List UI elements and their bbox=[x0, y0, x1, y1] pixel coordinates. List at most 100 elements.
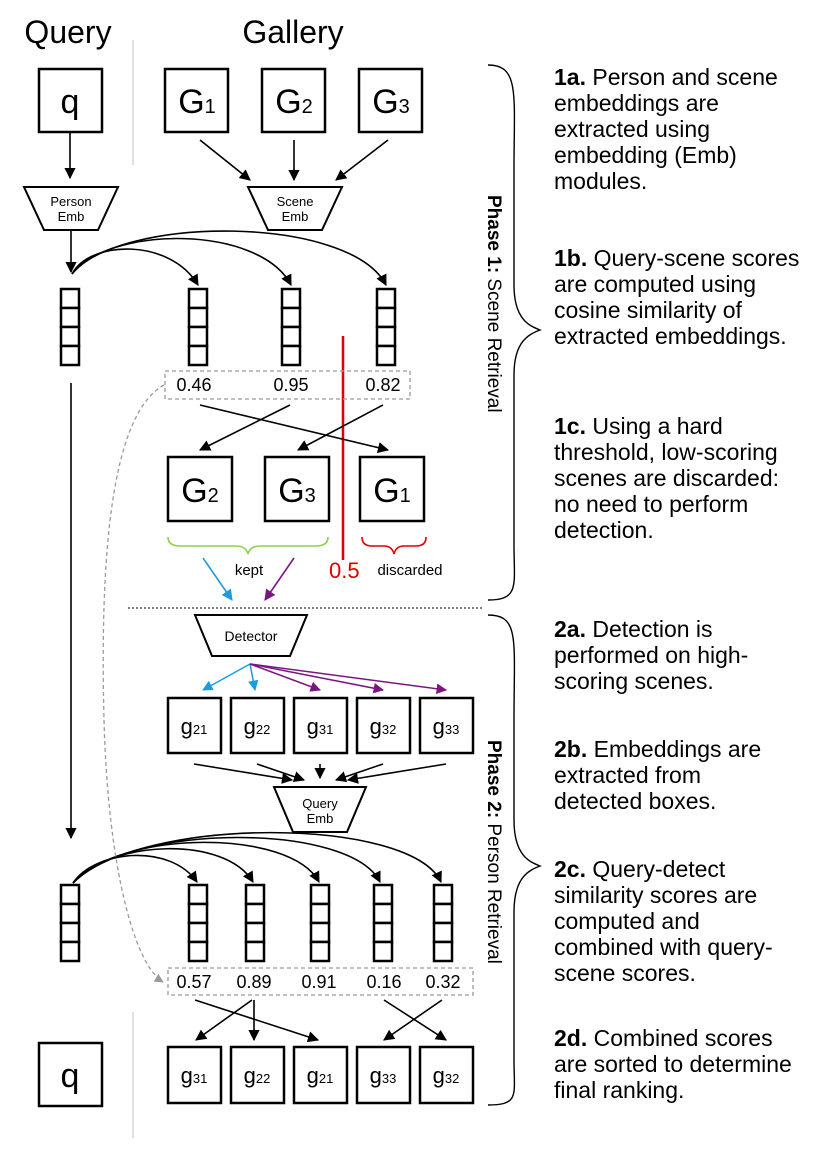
svg-text:Scene: Scene bbox=[277, 194, 314, 209]
query-emb-module: Query Emb bbox=[272, 786, 368, 833]
svg-text:cosine similarity of: cosine similarity of bbox=[554, 297, 742, 323]
phase2-label: Phase 2: Person Retrieval bbox=[483, 740, 504, 964]
svg-text:scene scores.: scene scores. bbox=[554, 960, 696, 986]
detect-score-4: 0.16 bbox=[366, 972, 401, 992]
svg-text:scoring scenes.: scoring scenes. bbox=[554, 668, 714, 694]
step-2b: 2b. Embeddings are extracted from detect… bbox=[554, 736, 761, 814]
gallery-scene-g2: G2 bbox=[260, 67, 327, 134]
kept-label: kept bbox=[235, 562, 264, 579]
svg-text:no need to perform: no need to perform bbox=[554, 491, 748, 517]
scene-embedding-vector-1 bbox=[187, 287, 209, 367]
detection-g33: g33 bbox=[418, 696, 475, 755]
svg-text:G1: G1 bbox=[373, 472, 411, 510]
detect-score-2: 0.89 bbox=[236, 972, 271, 992]
step-1a: 1a. Person and scene embeddings are extr… bbox=[554, 64, 778, 194]
svg-text:G2: G2 bbox=[181, 472, 219, 510]
score-combination-connector bbox=[102, 384, 165, 983]
svg-text:similarity scores are: similarity scores are bbox=[554, 882, 757, 908]
svg-text:g32: g32 bbox=[370, 714, 397, 739]
step-1b: 1b. Query-scene scores are computed usin… bbox=[554, 245, 799, 349]
detect-score-5: 0.32 bbox=[425, 972, 460, 992]
svg-text:are computed using: are computed using bbox=[554, 271, 756, 297]
query-embedding-vector-2 bbox=[59, 883, 81, 963]
svg-text:q: q bbox=[61, 1057, 80, 1095]
detection-embedding-vector-3 bbox=[309, 883, 331, 963]
svg-text:embeddings are: embeddings are bbox=[554, 90, 719, 116]
svg-text:performed on high-: performed on high- bbox=[554, 642, 748, 668]
svg-text:g32: g32 bbox=[433, 1063, 460, 1088]
phase2-scores-box bbox=[167, 967, 474, 996]
svg-text:2b. Embeddings are: 2b. Embeddings are bbox=[554, 736, 761, 762]
ranked-g32: g32 bbox=[418, 1045, 475, 1105]
svg-text:Detector: Detector bbox=[225, 628, 278, 644]
detector-module: Detector bbox=[193, 614, 309, 657]
ranked-g33: g33 bbox=[355, 1045, 412, 1105]
svg-text:g21: g21 bbox=[307, 1063, 334, 1088]
gallery-scene-g1: G1 bbox=[163, 67, 230, 134]
sorted-scene-g1: G1 bbox=[358, 455, 426, 523]
detection-embedding-vector-5 bbox=[432, 883, 454, 963]
svg-text:detected boxes.: detected boxes. bbox=[554, 788, 716, 814]
svg-text:combined with query-: combined with query- bbox=[554, 934, 773, 960]
svg-text:G2: G2 bbox=[275, 83, 313, 121]
svg-text:1c. Using a hard: 1c. Using a hard bbox=[554, 413, 723, 439]
svg-text:G3: G3 bbox=[372, 83, 410, 121]
detection-g22: g22 bbox=[229, 696, 286, 755]
ranked-g21: g21 bbox=[292, 1045, 349, 1105]
query-image-box: q bbox=[37, 67, 104, 134]
ranked-g22: g22 bbox=[229, 1045, 286, 1105]
svg-text:Emb: Emb bbox=[58, 209, 85, 224]
phase1-brace bbox=[487, 64, 542, 601]
svg-text:g31: g31 bbox=[307, 714, 334, 739]
svg-text:modules.: modules. bbox=[554, 168, 647, 194]
scene-score-2: 0.95 bbox=[273, 375, 308, 395]
svg-text:2c. Query-detect: 2c. Query-detect bbox=[554, 856, 726, 882]
svg-text:2a. Detection is: 2a. Detection is bbox=[554, 616, 713, 642]
step-2a: 2a. Detection is performed on high- scor… bbox=[554, 616, 748, 694]
scene-score-3: 0.82 bbox=[365, 375, 400, 395]
svg-text:computed and: computed and bbox=[554, 908, 700, 934]
scene-score-1: 0.46 bbox=[176, 375, 211, 395]
svg-text:g22: g22 bbox=[244, 714, 271, 739]
svg-text:2d. Combined scores: 2d. Combined scores bbox=[554, 1025, 773, 1051]
query-header: Query bbox=[24, 14, 111, 50]
gallery-scene-g3: G3 bbox=[357, 67, 424, 134]
svg-text:g21: g21 bbox=[181, 714, 208, 739]
detection-g21: g21 bbox=[166, 696, 223, 755]
detect-score-3: 0.91 bbox=[301, 972, 336, 992]
svg-text:1b. Query-scene scores: 1b. Query-scene scores bbox=[554, 245, 799, 271]
phase2-brace bbox=[487, 614, 542, 1106]
step-1c: 1c. Using a hard threshold, low-scoring … bbox=[554, 413, 779, 543]
svg-text:threshold, low-scoring: threshold, low-scoring bbox=[554, 439, 778, 465]
scene-embedding-vector-2 bbox=[280, 287, 302, 367]
svg-text:g22: g22 bbox=[244, 1063, 271, 1088]
svg-text:q: q bbox=[61, 83, 80, 121]
svg-text:extracted from: extracted from bbox=[554, 762, 701, 788]
svg-text:extracted using: extracted using bbox=[554, 116, 710, 142]
scene-emb-module: Scene Emb bbox=[246, 186, 344, 231]
svg-text:detection.: detection. bbox=[554, 517, 654, 543]
detection-g31: g31 bbox=[292, 696, 349, 755]
person-emb-module: Person Emb bbox=[22, 186, 120, 231]
svg-text:1a. Person and scene: 1a. Person and scene bbox=[554, 64, 778, 90]
phase1-scores-box bbox=[164, 370, 411, 400]
threshold-value: 0.5 bbox=[329, 558, 360, 583]
svg-text:extracted embeddings.: extracted embeddings. bbox=[554, 323, 787, 349]
scene-embedding-vector-3 bbox=[375, 287, 397, 367]
step-2d: 2d. Combined scores are sorted to determ… bbox=[554, 1025, 792, 1103]
phase1-label: Phase 1: Scene Retrieval bbox=[483, 195, 504, 413]
detection-embedding-vector-1 bbox=[187, 883, 209, 963]
query-image-box-2: q bbox=[37, 1041, 104, 1108]
svg-text:G3: G3 bbox=[278, 472, 316, 510]
query-embedding-vector bbox=[59, 287, 81, 367]
svg-text:scenes are discarded:: scenes are discarded: bbox=[554, 465, 779, 491]
svg-text:final ranking.: final ranking. bbox=[554, 1077, 684, 1103]
svg-text:Emb: Emb bbox=[307, 811, 334, 826]
ranked-g31: g31 bbox=[166, 1045, 223, 1105]
discarded-label: discarded bbox=[377, 562, 442, 579]
svg-text:g33: g33 bbox=[433, 714, 460, 739]
svg-text:g31: g31 bbox=[181, 1063, 208, 1088]
sorted-scene-g3: G3 bbox=[263, 455, 331, 523]
kept-brace bbox=[167, 536, 329, 555]
step-2c: 2c. Query-detect similarity scores are c… bbox=[554, 856, 773, 986]
